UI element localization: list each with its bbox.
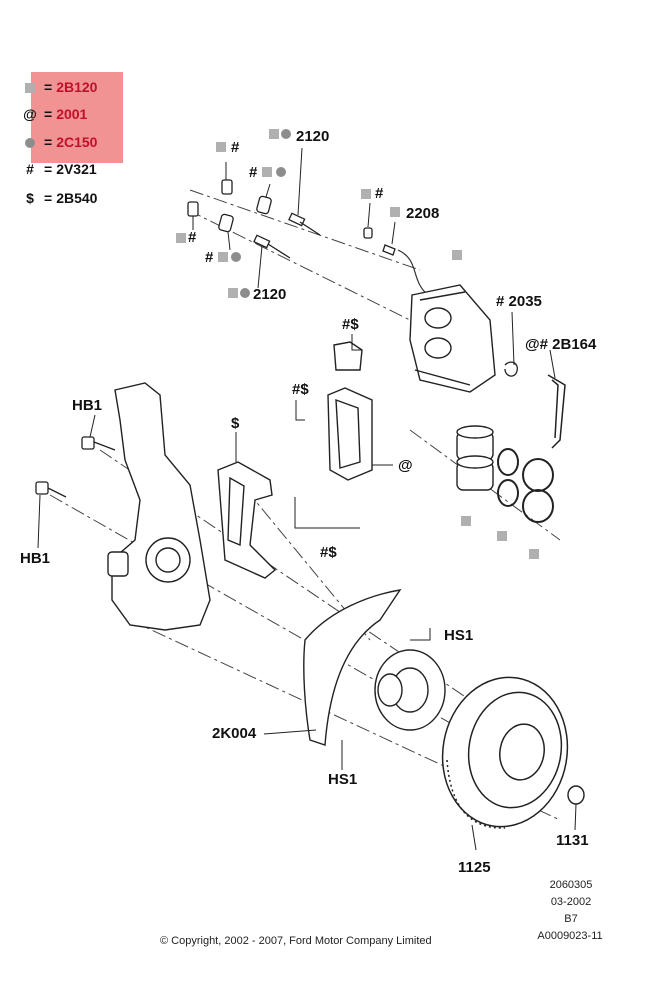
label-hash-dollar: #$ — [320, 544, 337, 561]
label-hash: # — [231, 139, 240, 156]
wheel-hub — [374, 649, 446, 731]
label-hs1-right: HS1 — [444, 627, 473, 644]
piston-seals — [497, 448, 554, 523]
dollar-symbol: $ — [26, 190, 34, 206]
label-hash: # — [249, 164, 258, 181]
label-2120-top: 2120 — [296, 128, 329, 145]
grease-cap — [567, 785, 585, 805]
hub-bolts — [35, 436, 116, 498]
legend-code: 2V321 — [56, 161, 97, 177]
hash-symbol: # — [26, 161, 34, 177]
label-2208: 2208 — [406, 205, 439, 222]
legend-code: 2001 — [56, 106, 88, 122]
label-hash-dollar: #$ — [342, 316, 359, 333]
gray-dot-icon — [18, 133, 42, 151]
label-hb1-left: HB1 — [20, 550, 50, 567]
label-1131: 1131 — [556, 832, 589, 849]
gray-dot-markers — [231, 129, 291, 298]
brake-hose — [397, 249, 429, 296]
label-dollar: $ — [231, 415, 240, 432]
reference-code: 2060305 — [549, 879, 593, 891]
splash-shield — [303, 589, 402, 746]
label-hb1-top: HB1 — [72, 397, 102, 414]
steering-knuckle — [107, 382, 211, 631]
leader-lines — [37, 147, 577, 851]
caliper-pistons — [456, 425, 494, 491]
brake-pads — [327, 341, 373, 481]
label-2b164: @# 2B164 — [525, 336, 597, 353]
legend-code: 2B120 — [56, 79, 98, 95]
legend-row-2b120: =2B120 — [18, 78, 97, 96]
callout-labels: 2120 # # # # 2120 # 2208 # 2035 @# 2B164… — [20, 128, 597, 876]
legend-row-2c150: =2C150 — [18, 133, 97, 151]
legend-row-2v321: #=2V321 — [18, 160, 97, 178]
label-hash: # — [188, 229, 197, 246]
label-hs1-bottom: HS1 — [328, 771, 357, 788]
label-1125: 1125 — [458, 859, 491, 876]
reference-id: A0009023-11 — [537, 930, 603, 942]
label-2120-bottom: 2120 — [253, 286, 286, 303]
label-2k004: 2K004 — [212, 725, 257, 742]
bleed-valve — [504, 361, 518, 377]
brake-caliper — [409, 284, 496, 393]
legend-code: 2B540 — [56, 190, 98, 206]
at-symbol: @ — [23, 106, 37, 122]
legend-code: 2C150 — [56, 134, 98, 150]
copyright-footer: © Copyright, 2002 - 2007, Ford Motor Com… — [160, 935, 432, 947]
label-hash-dollar: #$ — [292, 381, 309, 398]
label-hash: # — [205, 249, 214, 266]
label-2035: # 2035 — [496, 293, 542, 310]
reference-date: 03-2002 — [550, 896, 592, 908]
anchor-bracket — [217, 461, 277, 579]
label-hash: # — [375, 185, 384, 202]
gray-square-icon — [18, 78, 42, 96]
brake-rotor — [441, 676, 569, 829]
spring-clip — [547, 374, 566, 449]
legend-row-2001: @=2001 — [18, 105, 87, 123]
legend-highlight — [31, 72, 123, 163]
reference-rev: B7 — [564, 913, 578, 925]
label-at: @ — [398, 457, 413, 474]
legend-row-2b540: $=2B540 — [18, 189, 97, 207]
gray-square-markers — [176, 129, 539, 559]
guide-pins — [187, 179, 396, 259]
